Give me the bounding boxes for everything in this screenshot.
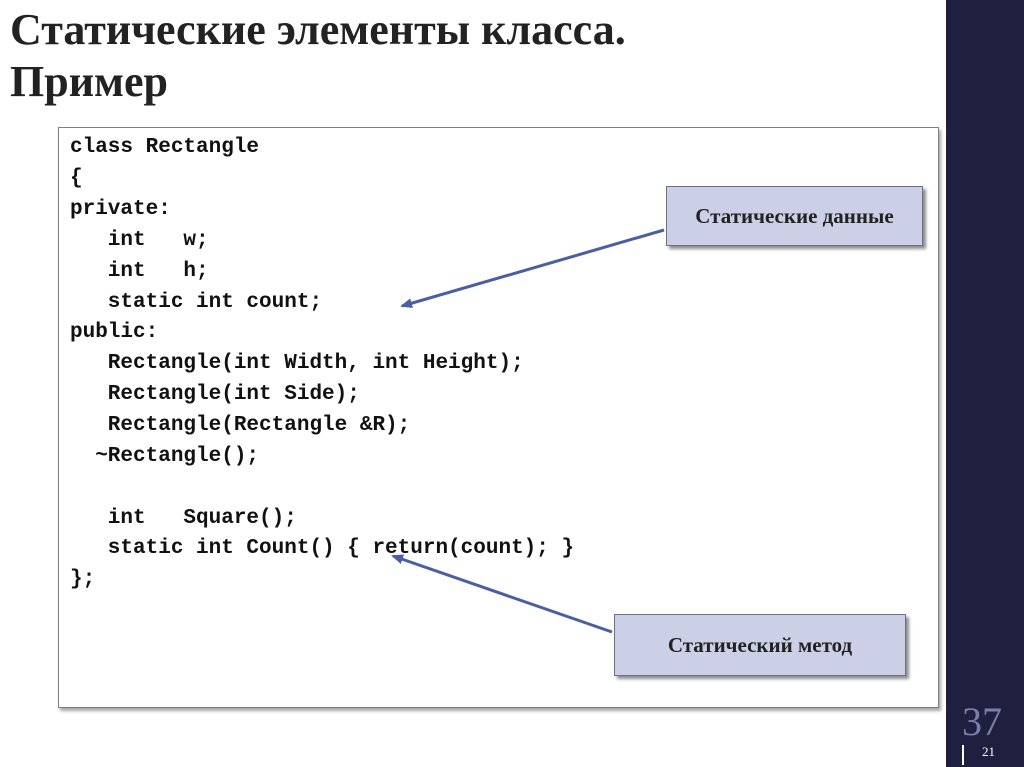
code-line: int h;	[70, 260, 209, 283]
page-sub-number: 21	[982, 744, 995, 759]
code-line: ~Rectangle();	[70, 445, 260, 468]
code-line: Rectangle(int Side);	[70, 383, 360, 406]
code-line: int Square();	[70, 507, 297, 530]
slide-title-line-1: Статические элементы класса.	[10, 5, 626, 54]
code-line: int w;	[70, 229, 209, 252]
code-line: Rectangle(int Width, int Height);	[70, 352, 524, 375]
callout-static-method: Статический метод	[614, 614, 906, 676]
slide-title-line-2: Пример	[10, 57, 169, 106]
code-line: public:	[70, 321, 159, 344]
side-bar	[946, 0, 1024, 767]
slide-title: Статические элементы класса. Пример	[10, 4, 930, 108]
page-number-divider	[962, 745, 964, 765]
code-line: private:	[70, 198, 171, 221]
code-line: class Rectangle	[70, 136, 260, 159]
page-number: 37	[962, 699, 1002, 744]
code-line: static int count;	[70, 291, 323, 314]
code-line: };	[70, 568, 96, 591]
code-line: static int Count() { return(count); }	[70, 537, 575, 560]
callout-static-data: Статические данные	[666, 186, 923, 246]
code-line: Rectangle(Rectangle &R);	[70, 414, 411, 437]
code-line: {	[70, 167, 83, 190]
